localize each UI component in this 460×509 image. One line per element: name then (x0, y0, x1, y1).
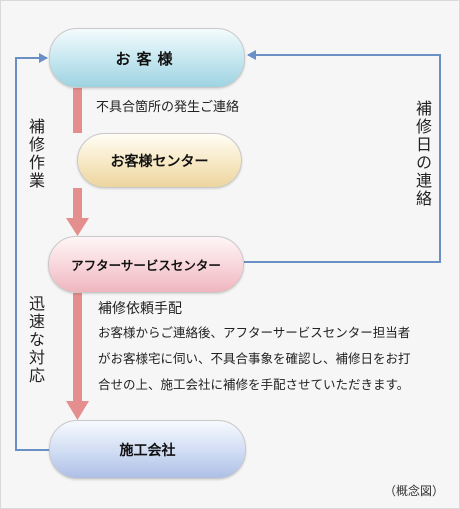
description-line: お客様からご連絡後、アフターサービスセンター担当者 (98, 325, 411, 340)
node-contractor: 施工会社 (49, 420, 246, 479)
description-line: がお客様宅に伺い、不具合事象を確認し、補修日をお打 (98, 351, 411, 366)
edge-label-repair-date-contact: 補修日の連絡 (413, 100, 432, 208)
diagram-caption: （概念図） (383, 484, 444, 498)
flow-arrowhead-to-contractor (66, 401, 89, 420)
edge-label-quick-response: 迅速な対応 (26, 295, 45, 385)
node-after-service-center: アフターサービスセンター (48, 236, 244, 293)
feedback-line-asc-to-customer (244, 50, 441, 263)
node-customer: お客様 (49, 28, 245, 88)
node-contractor-label: 施工会社 (119, 442, 176, 459)
node-customer-center: お客様センター (77, 133, 242, 188)
node-customer-label: お客様 (115, 49, 179, 68)
flow-segment-customer-to-center (73, 88, 82, 133)
flow-segment-asc-to-contractor (73, 293, 82, 403)
node-customer-center-label: お客様センター (110, 153, 209, 170)
edge-label-repair-work: 補修作業 (26, 118, 45, 190)
flow-arrowhead-to-asc (66, 218, 89, 236)
description-line: 合せの上、施工会社に補修を手配させていただきます。 (98, 377, 410, 392)
flow-segment-center-to-asc (73, 188, 82, 220)
edge-label-defect-report: 不具合箇所の発生ご連絡 (96, 100, 240, 115)
node-after-service-center-label: アフターサービスセンター (71, 258, 221, 273)
edge-label-repair-arrangement: 補修依頼手配 (98, 301, 182, 317)
feedback-line-contractor-to-customer (15, 53, 49, 451)
